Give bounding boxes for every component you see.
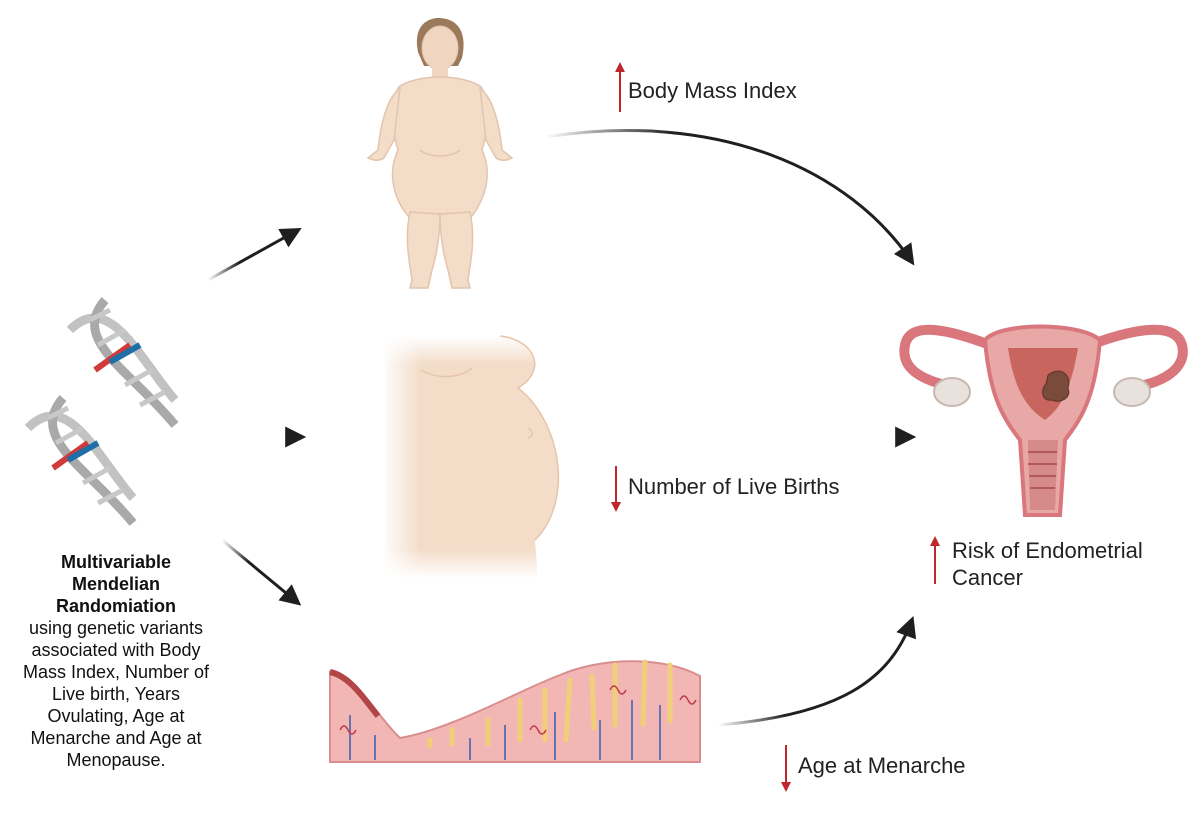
trend-up-icon-risk [930,536,940,584]
arrow-dna-to-bmi [207,227,302,282]
endometrium-icon [329,659,701,763]
trend-down-icon-births [611,466,621,512]
arrow-menarche-to-uterus [717,616,917,727]
trend-up-icon-bmi [615,62,625,112]
dna-icon [24,297,179,526]
label-number-of-live-births: Number of Live Births [628,474,840,499]
method-title: Multivariable Mendelian Randomiation [56,552,176,616]
method-body: using genetic variants associated with B… [22,618,210,770]
body-figure-icon [366,18,514,289]
label-risk-of-endometrial-cancer: Risk of Endometrial Cancer [952,538,1143,590]
method-description: Multivariable Mendelian Randomiation usi… [18,551,214,771]
label-age-at-menarche: Age at Menarche [798,753,966,778]
belly-icon [385,335,565,578]
arrow-dna-to-menarche [221,538,302,606]
trend-down-icon-menarche [781,745,791,792]
uterus-icon [899,324,1188,517]
label-body-mass-index: Body Mass Index [628,78,797,103]
arrow-bmi-to-uterus [544,129,915,266]
